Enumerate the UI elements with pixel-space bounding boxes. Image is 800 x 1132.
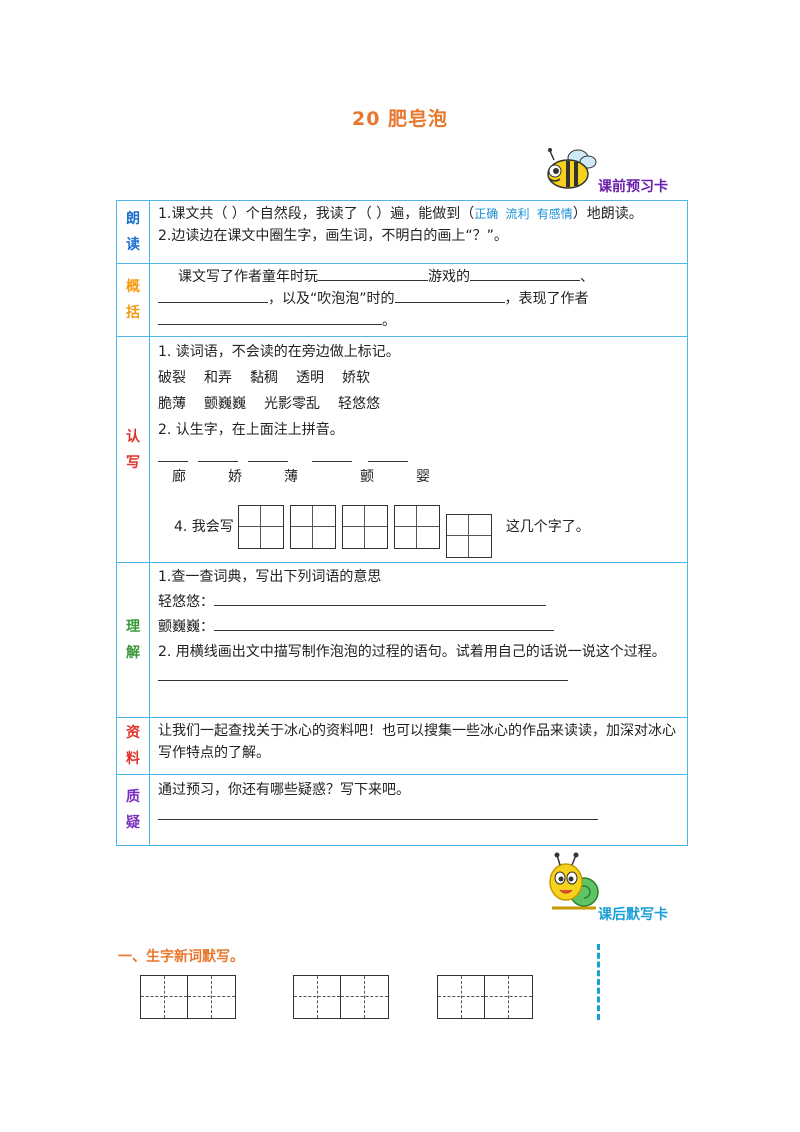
write-row: 4. 我会写 这几个字了。 (158, 496, 681, 558)
blank-line[interactable] (158, 310, 382, 325)
new-characters: 廊娇薄颤婴 (172, 469, 430, 485)
dictation-cell[interactable] (485, 976, 532, 1018)
label-zhiyi: 质 疑 (116, 774, 150, 846)
row-gaikuo: 概 括 课文写了作者童年时玩游戏的、 ，以及“吹泡泡”时的，表现了作者 。 (116, 263, 688, 337)
blank-line[interactable] (158, 288, 268, 303)
pinyin-blank[interactable] (312, 449, 352, 462)
label-langdu: 朗 读 (116, 200, 150, 264)
word-list-2: 脆薄颤巍巍光影零乱轻悠悠 (158, 396, 380, 412)
reading-requirements-note: 正确 流利 有感情 (474, 207, 573, 221)
dictation-cell[interactable] (294, 976, 341, 1018)
dictation-grid-2[interactable] (293, 975, 389, 1019)
langdu-content: 1.课文共（ ）个自然段，我读了（ ）遍，能做到（正确 流利 有感情）地朗读。 … (149, 200, 688, 264)
page-title: 20 肥皂泡 (351, 108, 449, 130)
dictation-cell[interactable] (341, 976, 388, 1018)
gaikuo-content: 课文写了作者童年时玩游戏的、 ，以及“吹泡泡”时的，表现了作者 。 (149, 263, 688, 337)
bee-mascot-icon (547, 148, 597, 189)
zhiyi-content: 通过预习，你还有哪些疑惑？写下来吧。 (149, 774, 688, 846)
row-zhiyi: 质 疑 通过预习，你还有哪些疑惑？写下来吧。 (116, 774, 688, 846)
blank-line[interactable] (318, 266, 428, 281)
label-lijie: 理 解 (116, 562, 150, 718)
row-renxie: 认 写 1. 读词语，不会读的在旁边做上标记。 破裂和弄黏稠透明娇软 脆薄颤巍巍… (116, 336, 688, 563)
pinyin-blank[interactable] (248, 449, 288, 462)
row-langdu: 朗 读 1.课文共（ ）个自然段，我读了（ ）遍，能做到（正确 流利 有感情）地… (116, 200, 688, 264)
row-ziliao: 资 料 让我们一起查找关于冰心的资料吧！也可以搜集一些冰心的作品来读读，加深对冰… (116, 717, 688, 775)
row-lijie: 理 解 1.查一查词典，写出下列词语的意思 轻悠悠： 颤巍巍： 2. 用横线画出… (116, 562, 688, 718)
dictation-cell[interactable] (188, 976, 235, 1018)
answer-line[interactable] (214, 616, 554, 631)
lijie-content: 1.查一查词典，写出下列词语的意思 轻悠悠： 颤巍巍： 2. 用横线画出文中描写… (149, 562, 688, 718)
blank-line[interactable] (470, 266, 580, 281)
cut-line-divider (597, 944, 600, 1020)
writing-grid[interactable] (237, 505, 284, 549)
writing-grid[interactable] (393, 505, 440, 549)
preview-card-badge: 课前预习卡 (598, 179, 668, 195)
label-gaikuo: 概 括 (116, 263, 150, 337)
dictation-grid-1[interactable] (140, 975, 236, 1019)
pinyin-blank[interactable] (198, 449, 238, 462)
writing-grid[interactable] (341, 505, 388, 549)
writing-grid[interactable] (445, 514, 492, 558)
pinyin-blank[interactable] (368, 449, 408, 462)
writing-grid[interactable] (289, 505, 336, 549)
answer-line[interactable] (158, 805, 598, 820)
renxie-content: 1. 读词语，不会读的在旁边做上标记。 破裂和弄黏稠透明娇软 脆薄颤巍巍光影零乱… (149, 336, 688, 563)
dictation-section-title: 一、生字新词默写。 (118, 949, 244, 965)
label-ziliao: 资 料 (116, 717, 150, 775)
ziliao-content: 让我们一起查找关于冰心的资料吧！也可以搜集一些冰心的作品来读读，加深对冰心写作特… (149, 717, 688, 775)
dictation-grid-3[interactable] (437, 975, 533, 1019)
blank-line[interactable] (394, 288, 505, 303)
dictation-card-badge: 课后默写卡 (598, 907, 668, 923)
preview-card-table: 朗 读 1.课文共（ ）个自然段，我读了（ ）遍，能做到（正确 流利 有感情）地… (116, 200, 688, 846)
dictation-cell[interactable] (438, 976, 485, 1018)
snail-mascot-icon (549, 852, 599, 910)
answer-line[interactable] (214, 591, 546, 606)
label-renxie: 认 写 (116, 336, 150, 563)
pinyin-blanks (158, 449, 681, 462)
word-list-1: 破裂和弄黏稠透明娇软 (158, 370, 370, 386)
dictation-cell[interactable] (141, 976, 188, 1018)
answer-line[interactable] (158, 666, 568, 681)
pinyin-blank[interactable] (158, 449, 188, 462)
